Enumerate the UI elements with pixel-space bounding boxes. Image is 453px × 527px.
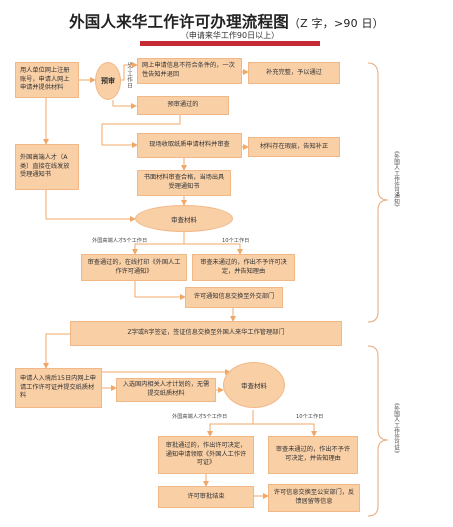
node-visa: Z字或R字签证，签证信息交换至外国人来华工作管理部门 [70, 321, 342, 346]
node-approve-card: 审批通过的，作出许可决定，通知申请领取《外国人工作许可证》 [158, 436, 254, 474]
node-incomplete: 材料存在瑕疵，告知补正 [248, 137, 340, 157]
edge-review2-approve [207, 410, 254, 437]
bracket-card [367, 345, 389, 517]
edge-hightalent-review1 [45, 190, 136, 222]
label-5-days: 5个工作日 [126, 62, 132, 88]
node-reject-2: 审查未通过的，作出不予许可决定，并告知理由 [268, 436, 358, 474]
node-approve-print: 审查通过的，在线打印《外国人工作许可通知》 [81, 254, 187, 281]
edge-visa-entry [43, 333, 70, 369]
node-pre-review: 预审 [95, 62, 121, 100]
edge-review1-approve [132, 232, 185, 255]
node-employer-register: 用人单位网上注册账号，申请人网上申请并提供材料 [15, 62, 79, 98]
node-tech-talent: 入选国内相关人才计划的，无需提交纸质材料 [116, 378, 216, 402]
edge-approve-share [134, 281, 186, 300]
node-not-meet: 网上申请信息不符合条件的，一次性告知并退回 [137, 58, 242, 84]
node-share-police: 许可信息交换至公安部门，反馈居留等信息 [268, 484, 360, 512]
label-review2-right: 10个工作日 [296, 414, 324, 420]
edge-review2-reject [253, 423, 317, 437]
node-permit-end: 许可审批结束 [158, 486, 254, 508]
label-review1-right: 10个工作日 [222, 238, 250, 244]
node-review-1: 审查材料 [135, 205, 233, 232]
node-reject-1: 审查未通过的，作出不予许可决定，并告知理由 [192, 254, 295, 281]
node-share-info: 许可通知信息交换至外交部门 [185, 287, 283, 308]
node-after-entry: 申请人入境后15日内网上申请工作许可证并提交纸质材料 [15, 368, 102, 408]
node-high-talent: 外国高端人才（A类）直接在线发放受理通知书 [15, 144, 79, 190]
node-paper-ok: 书面材料审查合格，当场出具受理通知书 [137, 170, 231, 196]
edge-prereview-notmeet [120, 62, 138, 81]
edge-pass-submit [101, 115, 181, 148]
edge-review1-reject [184, 243, 243, 255]
node-submit-paper: 现场收取纸质申请材料并审查 [137, 133, 242, 158]
page-title: 外国人来华工作许可办理流程图（Z 字，>90 日） [69, 13, 384, 31]
edge-prereview-pass [112, 100, 137, 109]
node-pre-pass: 预审通过的 [137, 96, 229, 115]
node-supplement: 补充完整，予以通过 [248, 62, 340, 84]
label-review1-left: 外国高端人才5个工作日 [92, 238, 148, 244]
bracket-notice [367, 62, 389, 323]
node-review-2: 审查材料 [223, 362, 285, 408]
label-review2-left: 外国高端人才5个工作日 [172, 414, 228, 420]
side-label-notice: 《外国人工作许可通知》 [393, 148, 399, 210]
page-subtitle: （申请来华工作90日以上） [180, 31, 280, 40]
title-underline [140, 41, 320, 46]
side-label-card: 《外国人工作许可证》 [393, 400, 399, 456]
